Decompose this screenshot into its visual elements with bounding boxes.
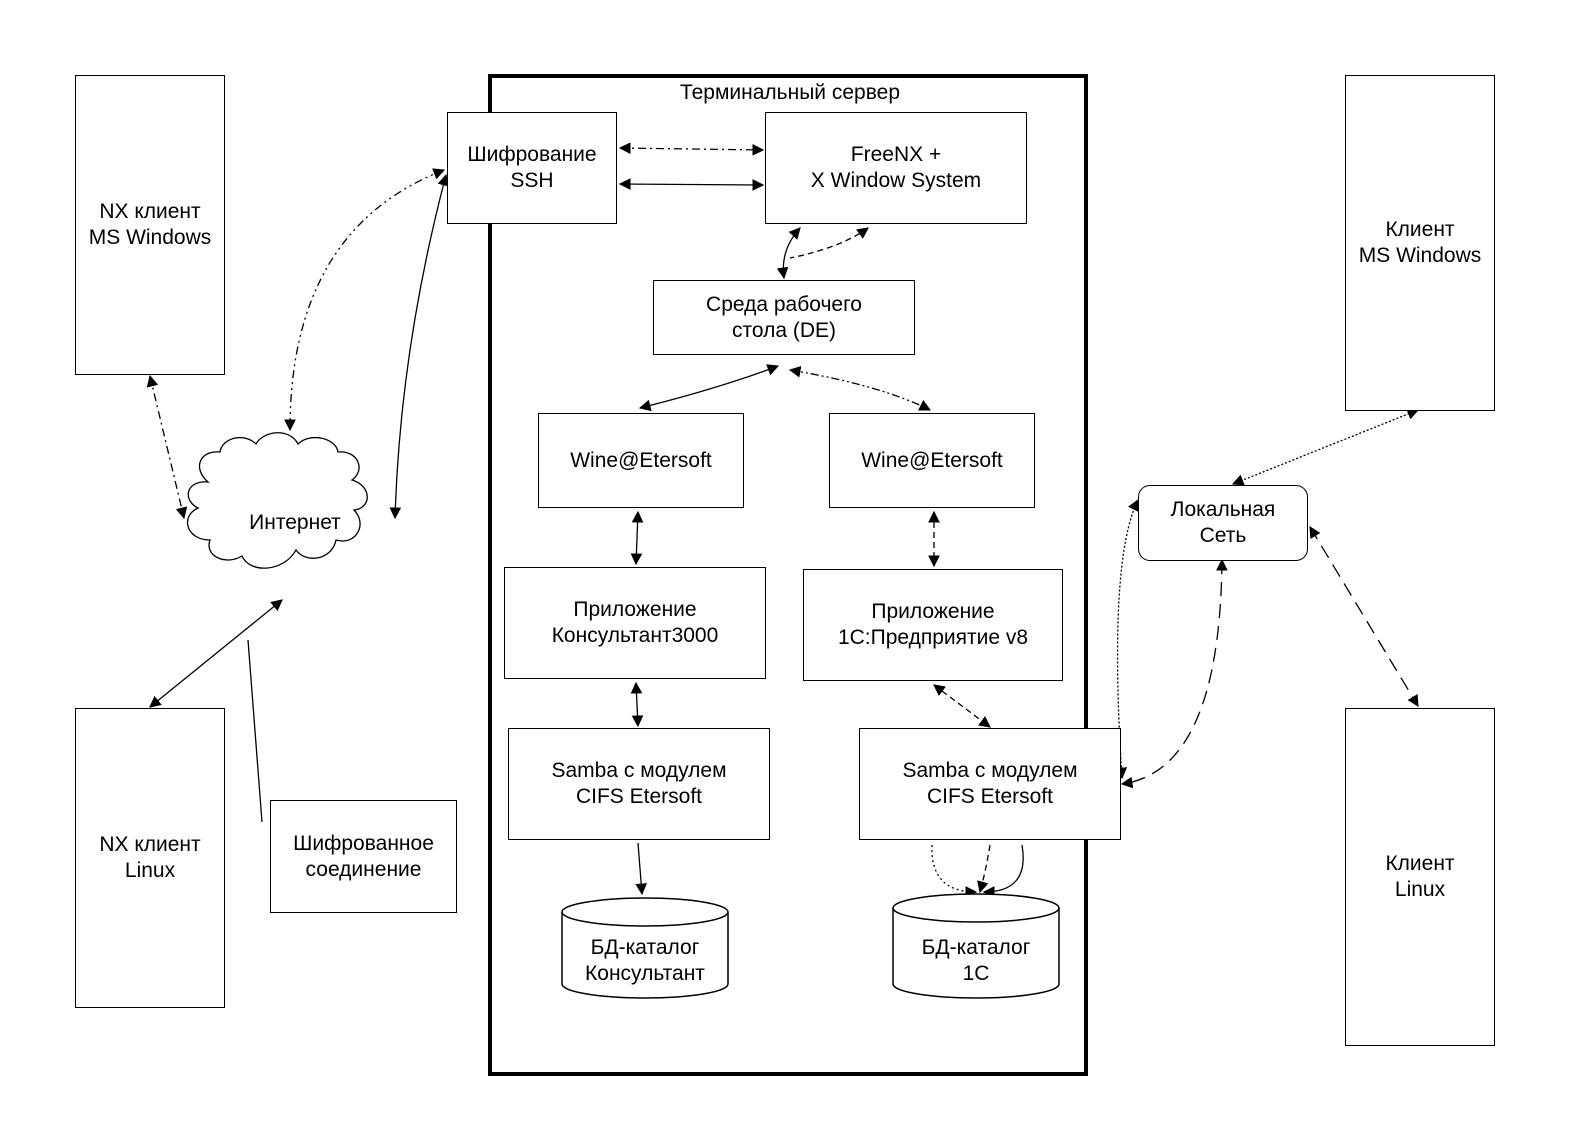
internet-label: Интернет [249, 511, 341, 534]
box-label-line: Samba с модулем [551, 759, 727, 782]
samba-left-box[interactable]: Samba с модулем CIFS Etersoft [508, 728, 770, 840]
box-label-line: Приложение [871, 600, 995, 623]
box-label-line: Wine@Etersoft [861, 448, 1003, 472]
db-label-line: БД-каталог [921, 936, 1031, 959]
box-label-line: Приложение [573, 598, 697, 621]
arrow-freenx-de-dashed [789, 227, 869, 259]
encrypted-connection-legend: Шифрованное соединение [270, 800, 457, 913]
wine-left-box[interactable]: Wine@Etersoft [538, 413, 744, 508]
client-windows-box[interactable]: Клиент MS Windows [1345, 75, 1495, 411]
legend-label-line: Шифрованное [293, 831, 434, 855]
box-label-line: Локальная [1170, 498, 1276, 521]
arrow-de-wine-right [788, 365, 932, 411]
box-label-line: SSH [510, 169, 554, 192]
arrow-samba-db-left [635, 842, 648, 896]
nx-client-linux-box[interactable]: NX клиент Linux [75, 708, 225, 1008]
db-cylinder-right [892, 893, 1060, 999]
terminal-server-title: Терминальный сервер [679, 81, 901, 104]
arrow-lan-winclient [1231, 408, 1420, 486]
box-label-line: MS Windows [88, 226, 212, 249]
arrow-app-samba-left [630, 681, 644, 728]
arrow-ssh-freenx-solid [618, 178, 765, 191]
arrow-ssh-freenx-dashdot [618, 142, 765, 156]
db-cylinder-left [561, 897, 729, 999]
box-label-line: Wine@Etersoft [570, 448, 712, 472]
arrow-samba-db-right-dotted [931, 844, 978, 898]
box-label-line: NX клиент [99, 833, 201, 856]
arrow-app-samba-right [933, 684, 991, 728]
db-label-line: БД-каталог [590, 936, 700, 959]
legend-label-line: соединение [305, 857, 422, 881]
box-label-line: Linux [124, 859, 176, 882]
arrow-ssh-internet-dashdot [284, 168, 446, 432]
arrow-samba-db-right-dashed [977, 844, 991, 894]
nx-client-windows-box[interactable]: NX клиент MS Windows [75, 75, 225, 375]
box-label-line: CIFS Etersoft [926, 785, 1054, 808]
local-network-box[interactable]: Локальная Сеть [1138, 485, 1308, 561]
box-label-line: Клиент [1385, 218, 1455, 241]
arrow-ssh-internet-solid [389, 173, 449, 520]
box-label-line: CIFS Etersoft [575, 785, 703, 808]
box-label-line: Linux [1394, 878, 1446, 901]
desktop-environment-box[interactable]: Среда рабочего стола (DE) [653, 280, 915, 355]
box-label-line: 1С:Предприятие v8 [837, 626, 1029, 649]
terminal-server-frame [488, 74, 1088, 1076]
arrow-lan-samba-dashed [1120, 558, 1228, 789]
db-1c-label: БД-каталог 1С [893, 935, 1059, 987]
app-consultant-box[interactable]: Приложение Консультант3000 [504, 567, 766, 679]
box-label-line: Samba с модулем [902, 759, 1078, 782]
legend-pointer [247, 639, 263, 823]
ssh-encryption-box[interactable]: Шифрование SSH [447, 112, 617, 224]
client-linux-box[interactable]: Клиент Linux [1345, 708, 1495, 1046]
arrow-nxwin-internet [146, 374, 188, 520]
box-label-line: MS Windows [1358, 244, 1482, 267]
samba-right-box[interactable]: Samba с модулем CIFS Etersoft [859, 728, 1121, 840]
box-label-line: Шифрование [467, 143, 597, 166]
arrow-freenx-de-solid [776, 227, 801, 280]
box-label-line: стола (DE) [731, 318, 837, 342]
box-label-line: FreeNX + [850, 143, 942, 166]
db-consultant-label: БД-каталог Консультант [562, 935, 728, 987]
box-label-line: Клиент [1385, 852, 1455, 875]
box-label-line: X Window System [810, 169, 982, 192]
freenx-box[interactable]: FreeNX + X Window System [765, 112, 1027, 224]
box-label-line: Сеть [1199, 524, 1247, 547]
arrow-de-wine-left [638, 364, 780, 412]
box-label-line: NX клиент [99, 200, 201, 223]
app-1c-box[interactable]: Приложение 1С:Предприятие v8 [803, 569, 1063, 681]
db-label-line: Консультант [585, 962, 705, 985]
db-label-line: 1С [962, 962, 990, 985]
internet-cloud [187, 432, 368, 569]
arrow-nxlinux-internet [149, 599, 283, 708]
wine-right-box[interactable]: Wine@Etersoft [829, 413, 1035, 508]
box-label-line: Среда рабочего [706, 292, 862, 316]
arrow-lan-linuxclient [1309, 525, 1419, 708]
arrow-samba-db-right-solid [982, 844, 1024, 898]
box-label-line: Консультант3000 [551, 624, 719, 647]
arrow-wine-app-left [630, 510, 644, 566]
